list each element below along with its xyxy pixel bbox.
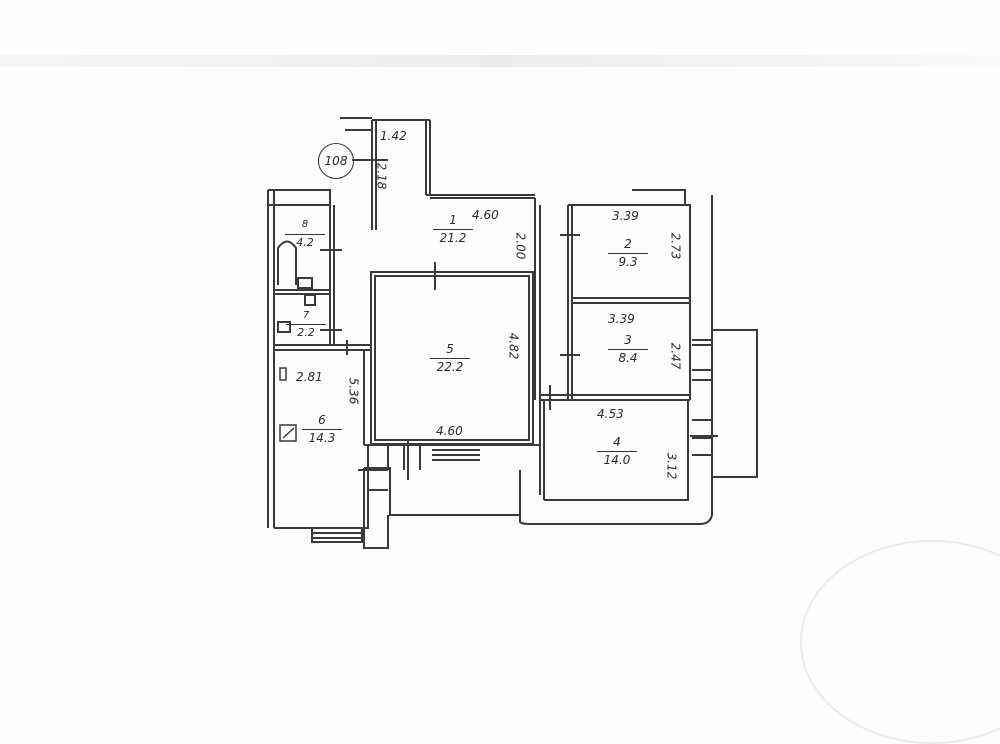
room-2-dim-width: 3.39 xyxy=(612,209,639,223)
room-6-area: 14.3 xyxy=(302,429,342,445)
room-6-number: 6 xyxy=(318,413,326,427)
room-3-area: 8.4 xyxy=(608,349,648,365)
room-4-dim-width: 4.53 xyxy=(597,407,624,421)
corridor-dim-width: 1.42 xyxy=(380,129,407,143)
room-2-dim-depth: 2.73 xyxy=(668,232,683,260)
room-1-dim-width: 4.60 xyxy=(472,208,499,222)
room-2-number: 2 xyxy=(624,237,632,251)
floor-plan xyxy=(267,117,758,549)
room-8-number: 8 xyxy=(301,219,309,230)
apartment-number-badge: 108 xyxy=(318,143,354,179)
room-2-area: 9.3 xyxy=(608,253,648,269)
room-4-dim-depth: 3.12 xyxy=(664,452,679,480)
room-7-number: 7 xyxy=(302,310,310,321)
room-3-dim-width: 3.39 xyxy=(608,312,635,326)
corridor-dim-depth: 2.18 xyxy=(374,162,389,190)
room-6-dim-depth: 5.36 xyxy=(346,377,361,405)
room-5-dim-depth: 4.82 xyxy=(506,332,521,360)
room-1-dim-depth: 2.00 xyxy=(513,232,528,260)
room-8-area: 4.2 xyxy=(285,234,325,249)
room-5-dim-width: 4.60 xyxy=(436,424,463,438)
room-1-number: 1 xyxy=(449,213,457,227)
room-5-area: 22.2 xyxy=(430,358,470,374)
room-1-area: 21.2 xyxy=(433,229,473,245)
room-3-number: 3 xyxy=(624,333,632,347)
room-6-dim-width: 2.81 xyxy=(296,370,323,384)
room-7-area: 2.2 xyxy=(286,324,326,339)
room-3-dim-depth: 2.47 xyxy=(668,342,683,370)
room-5-number: 5 xyxy=(446,342,454,356)
room-4-area: 14.0 xyxy=(597,451,637,467)
scan-smudge xyxy=(0,55,1000,67)
room-4-number: 4 xyxy=(613,435,621,449)
